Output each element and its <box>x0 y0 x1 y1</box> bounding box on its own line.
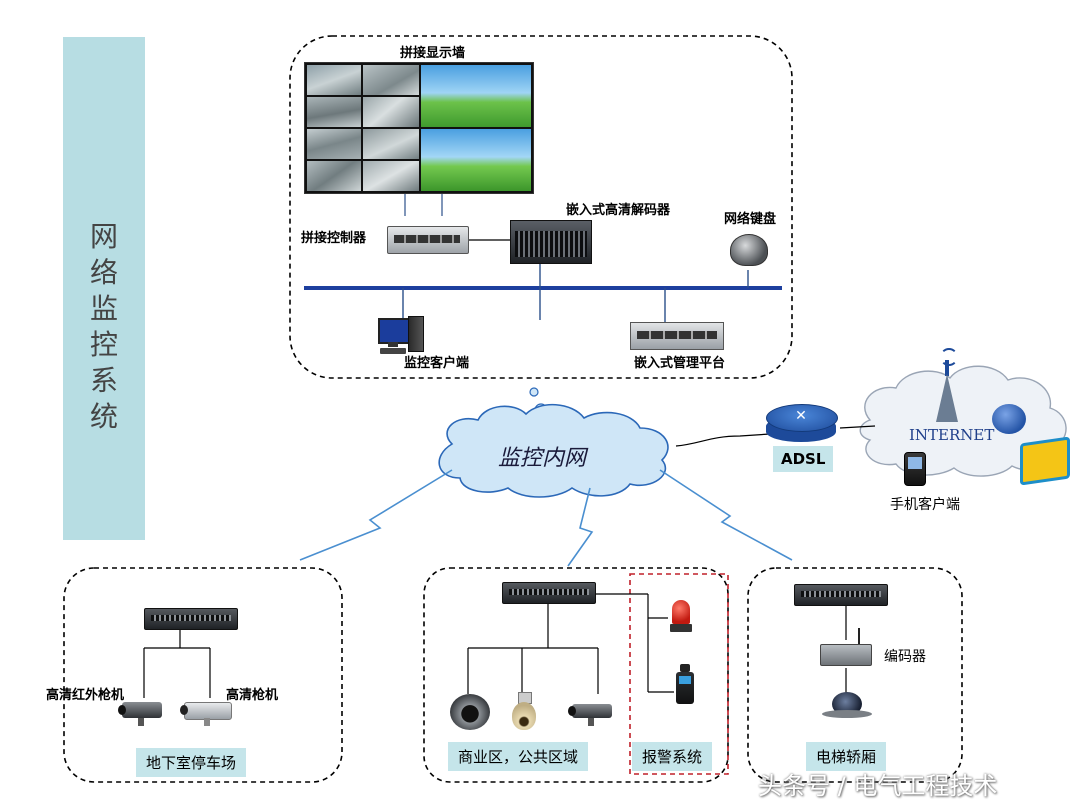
elevator-switch-icon <box>794 584 888 606</box>
cam-hd-label: 高清枪机 <box>226 688 279 703</box>
router-icon: ✕ <box>766 402 838 444</box>
elevator-caption: 电梯轿厢 <box>806 742 887 771</box>
antenna-tower-icon <box>934 348 960 424</box>
intranet-label: 监控内网 <box>498 446 587 471</box>
mgmt-platform-icon <box>630 322 724 350</box>
alarm-detector-icon <box>676 664 694 704</box>
elevator-zone <box>747 567 963 783</box>
ir-bullet-camera-icon <box>118 700 164 726</box>
commercial-caption: 商业区，公共区域 <box>448 742 589 771</box>
bullet-camera-icon <box>568 702 614 726</box>
elevator-camera-icon <box>822 692 872 722</box>
splice-controller-icon <box>387 226 469 254</box>
mobile-client-label: 手机客户端 <box>890 497 960 513</box>
mgmt-platform-label: 嵌入式管理平台 <box>634 356 726 371</box>
network-keyboard-icon <box>730 234 768 266</box>
monitoring-center-zone <box>289 35 793 379</box>
monitor-icon <box>1020 436 1070 486</box>
adsl-label: ADSL <box>773 446 834 472</box>
encoder-icon <box>820 628 872 668</box>
dome-camera-icon <box>450 694 490 730</box>
watermark: 头条号 / 电气工程技术 <box>758 772 998 800</box>
mobile-phone-icon <box>904 452 926 486</box>
commercial-switch-icon <box>502 582 596 604</box>
hd-decoder-icon <box>510 220 592 264</box>
network-keyboard-label: 网络键盘 <box>724 212 777 227</box>
alarm-light-icon <box>670 600 692 634</box>
parking-switch-icon <box>144 608 238 630</box>
internet-router-icon <box>992 404 1026 434</box>
alarm-zone <box>629 573 729 775</box>
cam-ir-label: 高清红外枪机 <box>46 688 125 703</box>
video-wall-label: 拼接显示墙 <box>400 46 466 61</box>
encoder-label: 编码器 <box>884 649 926 665</box>
hd-bullet-camera-icon <box>180 700 232 726</box>
client-label: 监控客户端 <box>404 356 470 371</box>
parking-caption: 地下室停车场 <box>136 748 247 777</box>
ptz-camera-icon <box>512 692 536 732</box>
alarm-caption: 报警系统 <box>632 742 713 771</box>
intranet-cloud <box>438 403 669 498</box>
hd-decoder-label: 嵌入式高清解码器 <box>566 203 671 218</box>
internet-label: INTERNET <box>909 426 995 444</box>
video-wall <box>304 62 534 194</box>
splice-controller-label: 拼接控制器 <box>301 231 367 246</box>
computer-icon <box>378 316 424 356</box>
parking-zone <box>63 567 343 783</box>
system-title: 网 络 监 控 系 统 <box>89 220 118 433</box>
system-title-panel: 网 络 监 控 系 统 <box>63 37 145 540</box>
